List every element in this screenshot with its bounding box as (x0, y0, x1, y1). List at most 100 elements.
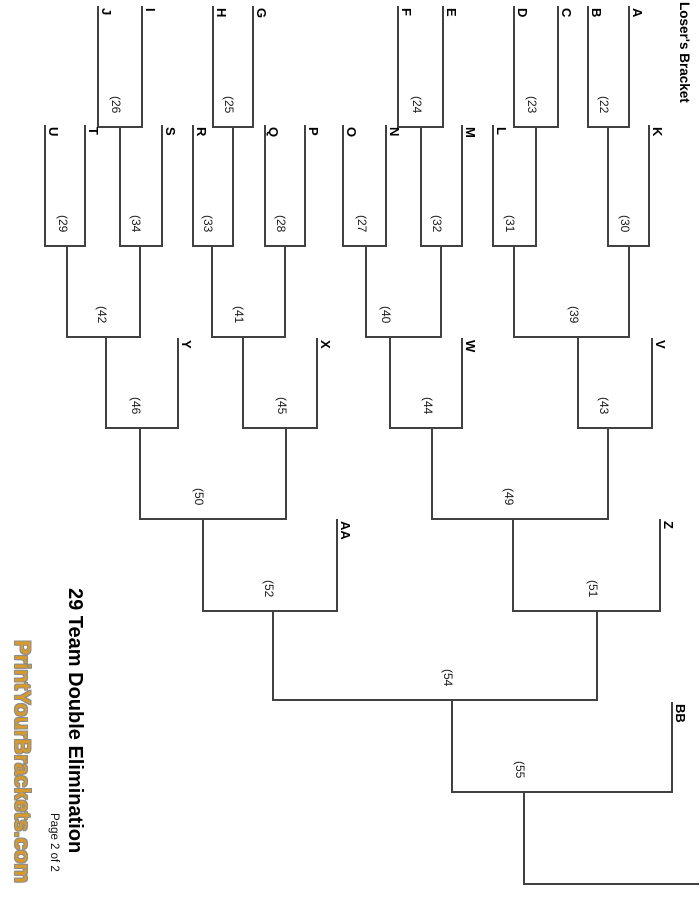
winner-advance-line (512, 518, 514, 612)
match-label-29: (29 (56, 215, 70, 233)
match-label-45: (45 (275, 397, 289, 415)
match-connector (242, 427, 318, 429)
match-label-26: (26 (109, 96, 123, 114)
winner-advance-line (285, 427, 287, 520)
team-label-E: E (444, 8, 459, 17)
losers-bracket-heading: Loser's Bracket (677, 2, 692, 103)
team-line (442, 6, 444, 128)
team-label-J: J (99, 8, 114, 16)
team-label-I: I (143, 8, 158, 12)
team-line (557, 6, 559, 128)
team-line (671, 702, 673, 793)
team-line (84, 125, 86, 247)
team-label-AA: AA (338, 521, 353, 540)
page-title: 29 Team Double Elimination (64, 588, 86, 854)
team-label-Z: Z (661, 521, 676, 529)
match-connector (365, 336, 442, 338)
match-connector (139, 518, 287, 520)
team-label-A: A (630, 8, 645, 18)
team-label-Y: Y (179, 340, 194, 349)
team-line (513, 6, 515, 128)
winner-advance-line (139, 245, 141, 338)
team-line (461, 338, 463, 429)
team-line (252, 6, 254, 128)
team-line (628, 6, 630, 128)
match-label-44: (44 (421, 397, 435, 415)
match-label-24: (24 (410, 96, 424, 114)
team-label-N: N (387, 127, 402, 137)
winner-advance-line (232, 126, 234, 247)
team-label-X: X (318, 340, 333, 349)
match-label-46: (46 (129, 397, 143, 415)
match-label-51: (51 (586, 580, 600, 598)
team-label-V: V (653, 340, 668, 349)
match-connector (577, 427, 653, 429)
match-label-55: (55 (513, 761, 527, 779)
winner-advance-line (431, 427, 433, 520)
winner-advance-line (211, 245, 213, 338)
team-label-M: M (463, 127, 478, 138)
team-line (336, 519, 338, 612)
match-connector (431, 518, 609, 520)
team-label-W: W (463, 340, 478, 353)
team-line (192, 125, 194, 247)
team-line (212, 6, 214, 128)
match-connector (272, 699, 598, 701)
match-connector (105, 427, 179, 429)
winner-advance-line (513, 245, 515, 338)
match-label-43: (43 (597, 397, 611, 415)
match-connector (66, 336, 141, 338)
team-label-U: U (46, 127, 61, 137)
team-line (648, 125, 650, 247)
match-connector (512, 610, 661, 612)
team-line (264, 125, 266, 247)
team-line (385, 125, 387, 247)
team-label-Q: Q (266, 127, 281, 138)
team-line (342, 125, 344, 247)
printyourbrackets-watermark: PrintYourBrackets.com (10, 640, 35, 883)
match-connector (211, 336, 286, 338)
team-label-R: R (194, 127, 209, 137)
winner-advance-line (242, 336, 244, 429)
team-line (397, 6, 399, 128)
match-label-31: (31 (503, 215, 517, 233)
winner-advance-line (119, 126, 121, 247)
team-label-BB: BB (673, 704, 688, 723)
match-label-52: (52 (262, 580, 276, 598)
winner-advance-line (628, 245, 630, 338)
match-label-27: (27 (355, 215, 369, 233)
team-label-K: K (650, 127, 665, 137)
winner-advance-line (202, 518, 204, 612)
team-label-D: D (515, 8, 530, 18)
match-label-32: (32 (430, 215, 444, 233)
winner-advance-line (440, 245, 442, 338)
winner-advance-line (607, 427, 609, 520)
match-connector (389, 427, 463, 429)
team-label-S: S (163, 127, 178, 136)
winner-advance-line (596, 610, 598, 701)
team-label-B: B (589, 8, 604, 18)
team-label-T: T (86, 127, 101, 135)
winner-advance-line (272, 610, 274, 701)
team-line (304, 125, 306, 247)
team-line (44, 125, 46, 247)
team-line (492, 125, 494, 247)
team-line (97, 6, 99, 128)
team-line (177, 338, 179, 429)
match-label-54: (54 (441, 669, 455, 687)
winner-advance-line (577, 336, 579, 429)
winner-advance-line (389, 336, 391, 429)
match-connector (44, 245, 86, 247)
champion-advance-line (523, 883, 699, 885)
team-line (587, 6, 589, 128)
match-label-22: (22 (597, 96, 611, 114)
match-label-33: (33 (201, 215, 215, 233)
team-label-L: L (494, 127, 509, 135)
match-label-49: (49 (502, 488, 516, 506)
page-number: Page 2 of 2 (48, 813, 60, 872)
match-connector (451, 791, 673, 793)
match-label-39: (39 (567, 306, 581, 324)
team-label-H: H (214, 8, 229, 18)
match-label-23: (23 (525, 96, 539, 114)
